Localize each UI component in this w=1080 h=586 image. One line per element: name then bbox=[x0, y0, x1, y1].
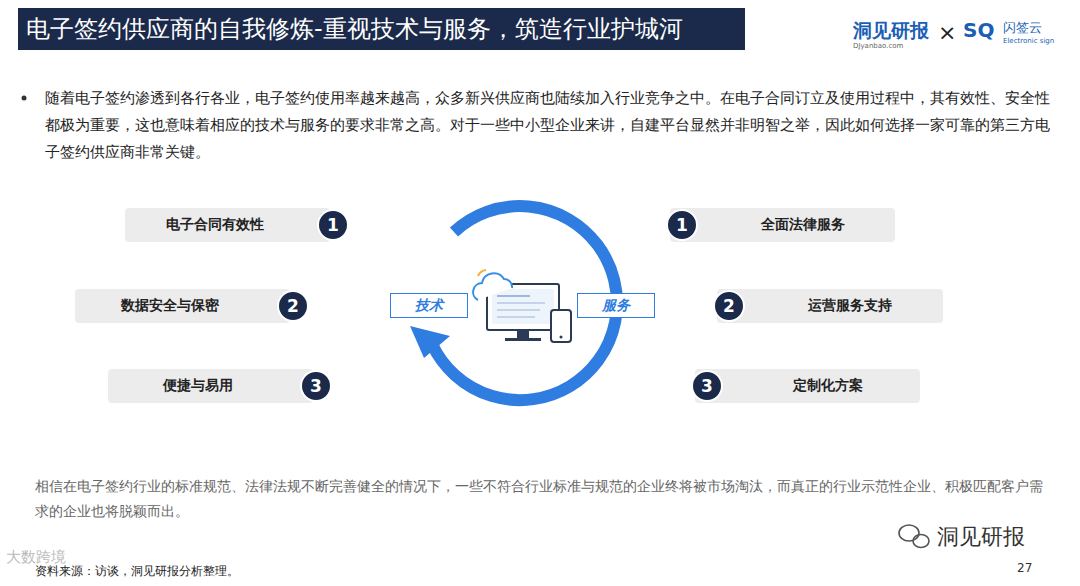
watermark: 大数跨境 bbox=[6, 548, 66, 567]
bullet-dot bbox=[22, 96, 27, 101]
node-text: 定制化方案 bbox=[793, 377, 863, 395]
item-pill: 定制化方案 3 bbox=[695, 369, 920, 403]
callout-number: 2 bbox=[713, 290, 745, 322]
item-pill: 便捷与易用3 bbox=[108, 369, 313, 403]
title-text: 电子签约供应商的自我修炼-重视技术与服务，筑造行业护城河 bbox=[26, 14, 683, 44]
item-pill: 全面法律服务 1 bbox=[670, 208, 895, 242]
callout-number: 3 bbox=[691, 370, 723, 402]
node-text: 数据安全与保密 bbox=[121, 297, 219, 315]
conclusion-paragraph: 相信在电子签约行业的标准规范、法律法规不断完善健全的情况下，一些不符合行业标准与… bbox=[35, 474, 1045, 524]
node-text: 1 bbox=[676, 215, 688, 235]
callout-number: 2 bbox=[277, 290, 309, 322]
label-box: 技术 bbox=[390, 293, 468, 318]
node-text: 便捷与易用 bbox=[163, 377, 233, 395]
node-text: 全面法律服务 bbox=[761, 216, 845, 234]
logo-mark: SQ bbox=[963, 18, 994, 42]
node-text: 1 bbox=[327, 215, 339, 235]
logo-url: DJyanbao.com bbox=[853, 42, 903, 50]
node-text: 2 bbox=[287, 296, 299, 316]
intro-paragraph: 随着电子签约渗透到各行各业，电子签约使用率越来越高，众多新兴供应商也陆续加入行业… bbox=[45, 85, 1050, 166]
label-box: 服务 bbox=[577, 293, 655, 318]
item-pill: 数据安全与保密2 bbox=[75, 289, 290, 323]
page-number: 27 bbox=[1017, 561, 1032, 575]
wechat-icon bbox=[899, 525, 929, 548]
logo-subtext: Electronic sign bbox=[1003, 37, 1054, 45]
node-text: 运营服务支持 bbox=[808, 297, 892, 315]
node-text: 电子合同有效性 bbox=[166, 216, 264, 234]
callout-number: 1 bbox=[666, 209, 698, 241]
arrow-head bbox=[410, 326, 450, 358]
logo-text: 洞见研报 bbox=[853, 18, 929, 44]
computer-illustration bbox=[473, 270, 571, 342]
node-text: 服务 bbox=[602, 297, 630, 315]
callout-number: 3 bbox=[300, 370, 332, 402]
node-text: 技术 bbox=[415, 297, 443, 315]
node-text: 3 bbox=[310, 376, 322, 396]
item-pill: 运营服务支持 2 bbox=[717, 289, 943, 323]
node-text: 3 bbox=[701, 376, 713, 396]
callout-number: 1 bbox=[317, 209, 349, 241]
logo-text: 闪签云 bbox=[1003, 19, 1042, 37]
times-sign: × bbox=[938, 20, 956, 45]
title-bar bbox=[18, 8, 745, 50]
item-pill: 电子合同有效性1 bbox=[125, 208, 330, 242]
node-text: 2 bbox=[723, 296, 735, 316]
watermark: 洞见研报 bbox=[937, 522, 1025, 552]
